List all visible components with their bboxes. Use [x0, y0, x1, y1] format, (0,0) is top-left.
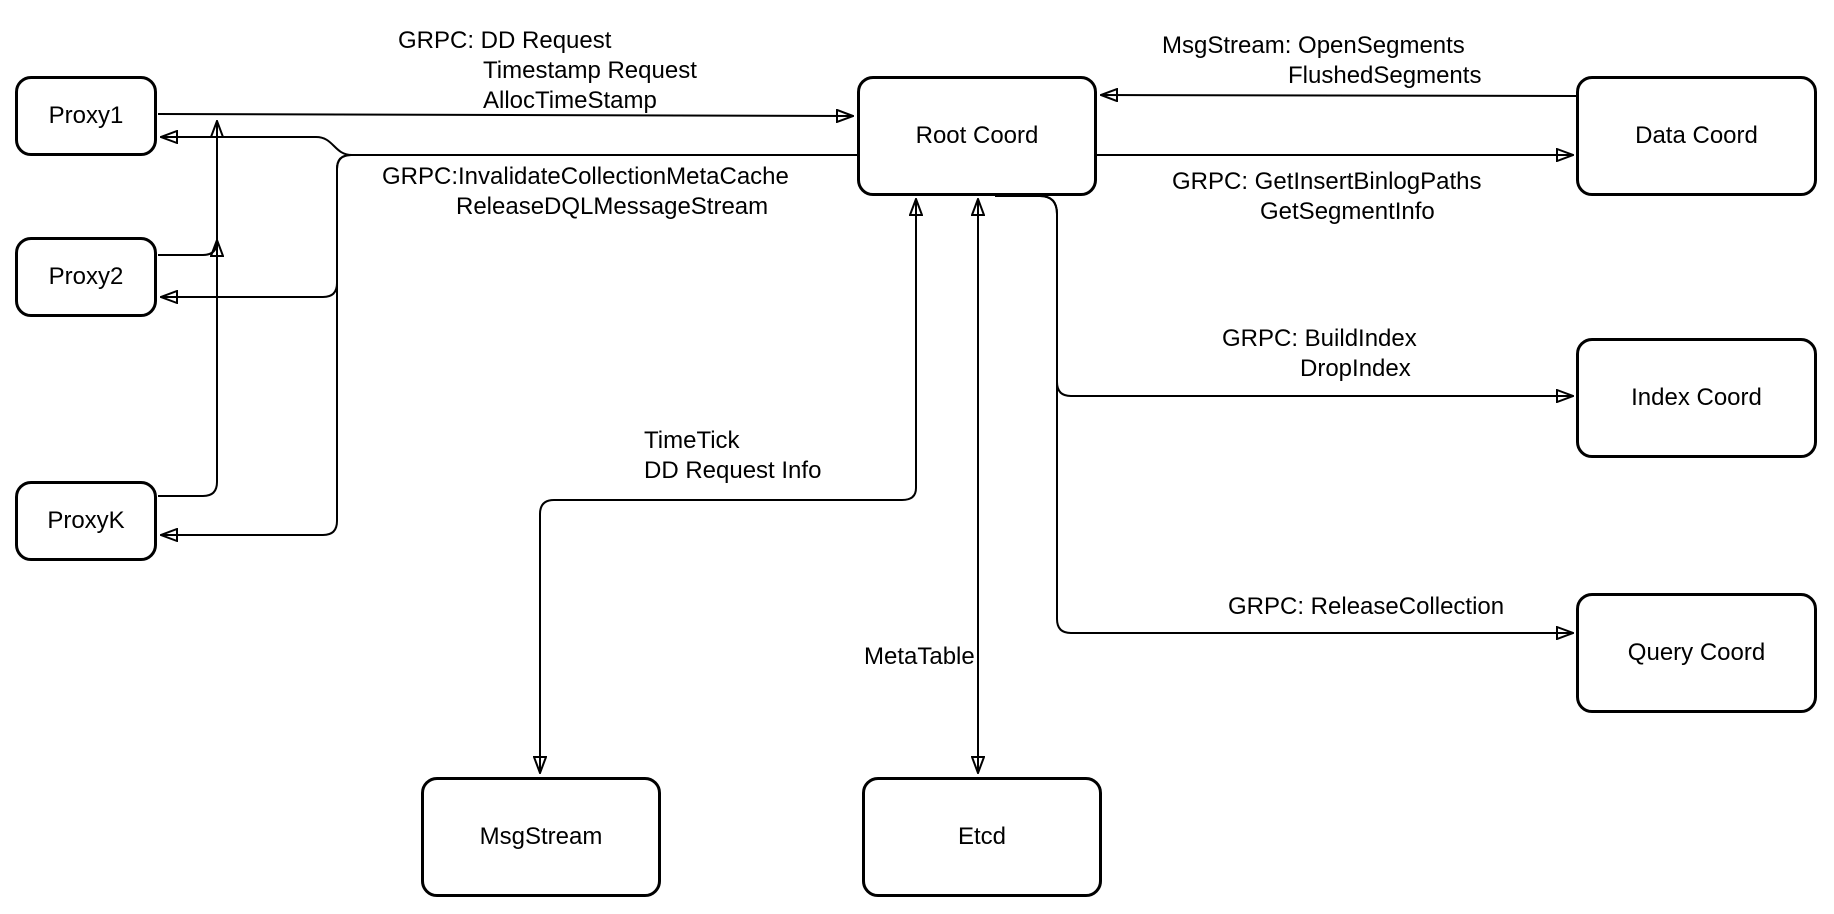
- edge-label-proxies-to-root: GRPC: DD Request Timestamp Request Alloc…: [398, 26, 697, 116]
- node-proxyk-label: ProxyK: [47, 507, 125, 534]
- edge-root-coord-to-proxy1: [162, 137, 857, 156]
- edge-label-line: GRPC: BuildIndex: [1222, 325, 1417, 352]
- edge-label-line: TimeTick: [644, 427, 740, 454]
- edge-label-root-to-query: GRPC: ReleaseCollection: [1228, 592, 1504, 622]
- edge-label-line: Timestamp Request: [483, 57, 697, 84]
- edge-label-root-etcd: MetaTable: [864, 642, 975, 672]
- node-query-coord: Query Coord: [1576, 593, 1817, 713]
- edge-label-root-to-index: GRPC: BuildIndex DropIndex: [1222, 324, 1417, 384]
- node-proxy2: Proxy2: [15, 237, 157, 317]
- node-proxy2-label: Proxy2: [48, 263, 124, 290]
- node-msgstream: MsgStream: [421, 777, 661, 897]
- node-etcd: Etcd: [862, 777, 1102, 897]
- edge-proxy2-to-request-trunk: [158, 241, 217, 255]
- node-etcd-label: Etcd: [957, 823, 1007, 850]
- node-proxy1: Proxy1: [15, 76, 157, 156]
- edge-label-line: AllocTimeStamp: [483, 87, 657, 114]
- edge-label-line: GRPC: ReleaseCollection: [1228, 593, 1505, 620]
- node-index-coord-label: Index Coord: [1631, 384, 1762, 411]
- edge-label-data-to-root: MsgStream: OpenSegments FlushedSegments: [1162, 31, 1481, 91]
- node-msgstream-label: MsgStream: [479, 823, 603, 850]
- edge-label-root-to-proxies: GRPC:InvalidateCollectionMetaCache Relea…: [382, 162, 789, 222]
- node-root-coord: Root Coord: [857, 76, 1097, 196]
- edge-root-coord-msgstream-timetick: [540, 200, 916, 772]
- edge-label-line: DropIndex: [1300, 355, 1411, 382]
- edge-label-line: MetaTable: [864, 643, 975, 670]
- edge-root-coord-to-proxyk: [162, 154, 857, 535]
- node-proxyk: ProxyK: [15, 481, 157, 561]
- node-proxy1-label: Proxy1: [48, 102, 124, 129]
- edge-label-line: DD Request Info: [644, 457, 822, 484]
- edge-label-line: MsgStream: OpenSegments: [1162, 32, 1465, 59]
- node-index-coord: Index Coord: [1576, 338, 1817, 458]
- edge-label-root-msgstream: TimeTick DD Request Info: [644, 426, 821, 486]
- edge-proxy1-to-root-coord: [157, 114, 852, 116]
- node-query-coord-label: Query Coord: [1627, 639, 1766, 666]
- node-data-coord: Data Coord: [1576, 76, 1817, 196]
- edge-proxyk-to-request-trunk: [158, 122, 217, 497]
- node-data-coord-label: Data Coord: [1635, 122, 1758, 149]
- edge-label-root-to-data: GRPC: GetInsertBinlogPaths GetSegmentInf…: [1172, 167, 1481, 227]
- edge-label-line: GRPC:InvalidateCollectionMetaCache: [382, 163, 789, 190]
- edge-label-line: ReleaseDQLMessageStream: [456, 193, 769, 220]
- edge-root-coord-to-query-coord: [995, 195, 1572, 633]
- edge-label-line: GetSegmentInfo: [1260, 198, 1435, 225]
- edge-label-line: GRPC: GetInsertBinlogPaths: [1172, 168, 1482, 195]
- edge-label-line: GRPC: DD Request: [398, 27, 612, 54]
- node-root-coord-label: Root Coord: [915, 122, 1039, 149]
- edge-data-coord-to-root-coord: [1102, 95, 1577, 96]
- edge-label-line: FlushedSegments: [1288, 62, 1482, 89]
